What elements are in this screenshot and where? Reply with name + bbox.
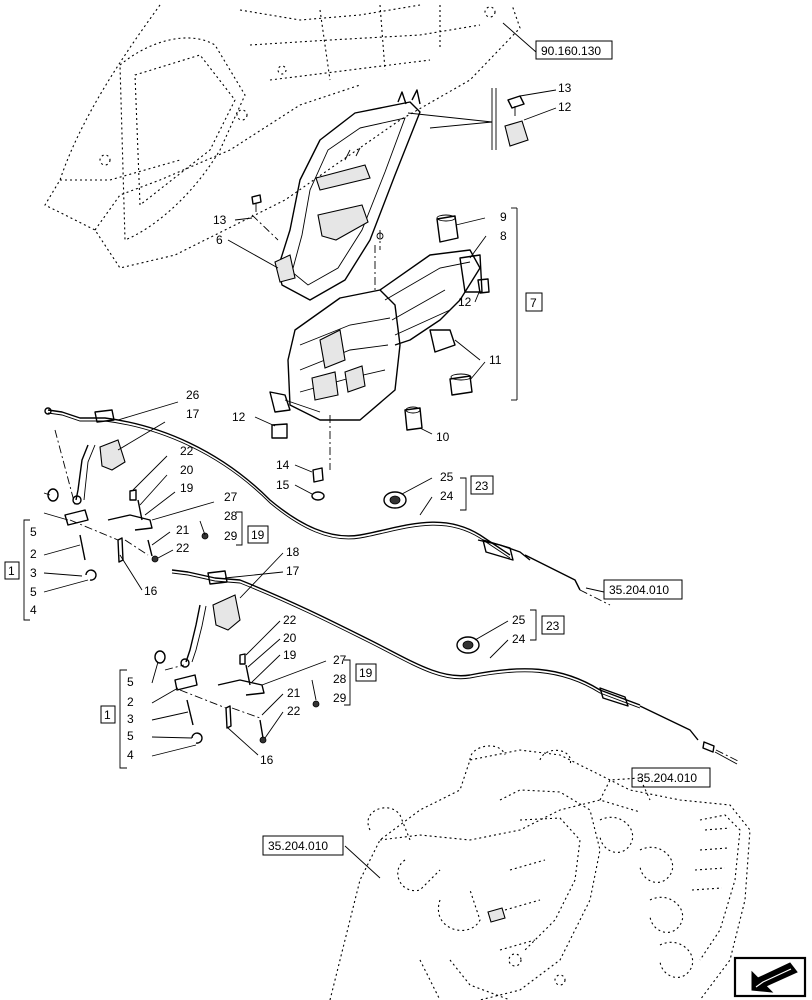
lower-callout-17[interactable]: 17 — [286, 564, 300, 578]
callout-10[interactable]: 10 — [436, 430, 450, 444]
upper-cable-illustration — [44, 407, 611, 606]
upper-callout-20[interactable]: 20 — [180, 463, 194, 477]
upper-callout-26[interactable]: 26 — [186, 388, 200, 402]
upper-callout-5-a[interactable]: 5 — [30, 525, 37, 539]
lower-callout-2[interactable]: 2 — [127, 695, 134, 709]
ref-upper-cable[interactable]: 35.204.010 — [609, 583, 669, 597]
upper-callout-24[interactable]: 24 — [440, 489, 454, 503]
upper-callout-22-b[interactable]: 22 — [176, 541, 190, 555]
lower-callout-21[interactable]: 21 — [287, 686, 301, 700]
lower-cable-illustration — [154, 569, 741, 763]
lower-callout-25[interactable]: 25 — [512, 613, 526, 627]
lower-group-box-19[interactable] — [355, 663, 377, 682]
lower-callout-20[interactable]: 20 — [283, 631, 297, 645]
group-box-7[interactable] — [525, 292, 543, 312]
lower-callout-19[interactable]: 19 — [283, 648, 297, 662]
upper-callout-2[interactable]: 2 — [30, 547, 37, 561]
callout-11[interactable]: 11 — [489, 353, 502, 367]
ref-box-fender[interactable] — [535, 40, 613, 60]
callout-15[interactable]: 15 — [276, 478, 290, 492]
callout-12-c[interactable]: 12 — [232, 410, 246, 424]
callout-13-b[interactable]: 13 — [213, 213, 227, 227]
lower-callout-22-a[interactable]: 22 — [283, 613, 297, 627]
lower-outer-group-box-1[interactable] — [100, 705, 116, 724]
upper-callout-16[interactable]: 16 — [144, 584, 158, 598]
upper-callout-28[interactable]: 28 — [224, 509, 238, 523]
callout-13-a[interactable]: 13 — [558, 81, 572, 95]
upper-callout-3[interactable]: 3 — [30, 566, 37, 580]
group-label-7[interactable]: 7 — [530, 296, 537, 310]
ref-box-lower-cable[interactable] — [631, 767, 711, 788]
callout-14[interactable]: 14 — [276, 458, 290, 472]
upper-callout-4[interactable]: 4 — [30, 603, 37, 617]
ref-box-transmission[interactable] — [262, 835, 344, 856]
lower-callout-28[interactable]: 28 — [333, 672, 347, 686]
callout-6[interactable]: 6 — [216, 233, 223, 247]
upper-outer-group-box-1[interactable] — [4, 561, 20, 580]
upper-group-box-19[interactable] — [247, 525, 269, 544]
lower-callout-24[interactable]: 24 — [512, 632, 526, 646]
upper-group-label-19[interactable]: 19 — [251, 528, 265, 542]
lower-kit-label-23[interactable]: 23 — [546, 619, 560, 633]
transmission-illustration — [329, 745, 751, 1000]
upper-kit-box-23[interactable] — [470, 475, 494, 495]
upper-outer-group-label-1[interactable]: 1 — [8, 564, 15, 578]
ref-fender[interactable]: 90.160.130 — [541, 44, 601, 58]
bracket-illustration — [251, 89, 481, 470]
lower-callout-22-b[interactable]: 22 — [287, 704, 301, 718]
upper-callout-17[interactable]: 17 — [186, 407, 200, 421]
upper-callout-22-a[interactable]: 22 — [180, 444, 194, 458]
upper-callout-29[interactable]: 29 — [224, 529, 238, 543]
upper-callout-5-b[interactable]: 5 — [30, 585, 37, 599]
lower-callout-29[interactable]: 29 — [333, 691, 347, 705]
lower-callout-5-a[interactable]: 5 — [127, 675, 134, 689]
fender-illustration — [44, 4, 521, 269]
upper-callout-25[interactable]: 25 — [440, 470, 454, 484]
callout-8[interactable]: 8 — [500, 229, 507, 243]
upper-callout-27[interactable]: 27 — [224, 490, 238, 504]
upper-callout-19[interactable]: 19 — [180, 481, 194, 495]
lower-group-label-19[interactable]: 19 — [359, 666, 373, 680]
bracket-small-parts — [251, 95, 529, 501]
callout-9[interactable]: 9 — [500, 210, 507, 224]
callout-12-a[interactable]: 12 — [558, 100, 572, 114]
ref-transmission[interactable]: 35.204.010 — [268, 839, 328, 853]
lower-outer-group-label-1[interactable]: 1 — [104, 708, 111, 722]
lower-kit-box-23[interactable] — [541, 615, 565, 635]
lower-callout-16[interactable]: 16 — [260, 753, 274, 767]
upper-callout-21[interactable]: 21 — [176, 523, 190, 537]
callout-12-b[interactable]: 12 — [458, 295, 472, 309]
ref-box-upper-cable[interactable] — [603, 579, 683, 600]
arrow-nav-icon[interactable] — [733, 956, 807, 998]
lower-callout-4[interactable]: 4 — [127, 748, 134, 762]
lower-callout-3[interactable]: 3 — [127, 712, 134, 726]
ref-lower-cable[interactable]: 35.204.010 — [637, 771, 697, 785]
upper-kit-label-23[interactable]: 23 — [475, 479, 489, 493]
lower-callout-5-b[interactable]: 5 — [127, 729, 134, 743]
lower-callout-18[interactable]: 18 — [286, 545, 300, 559]
lower-callout-27[interactable]: 27 — [333, 653, 347, 667]
